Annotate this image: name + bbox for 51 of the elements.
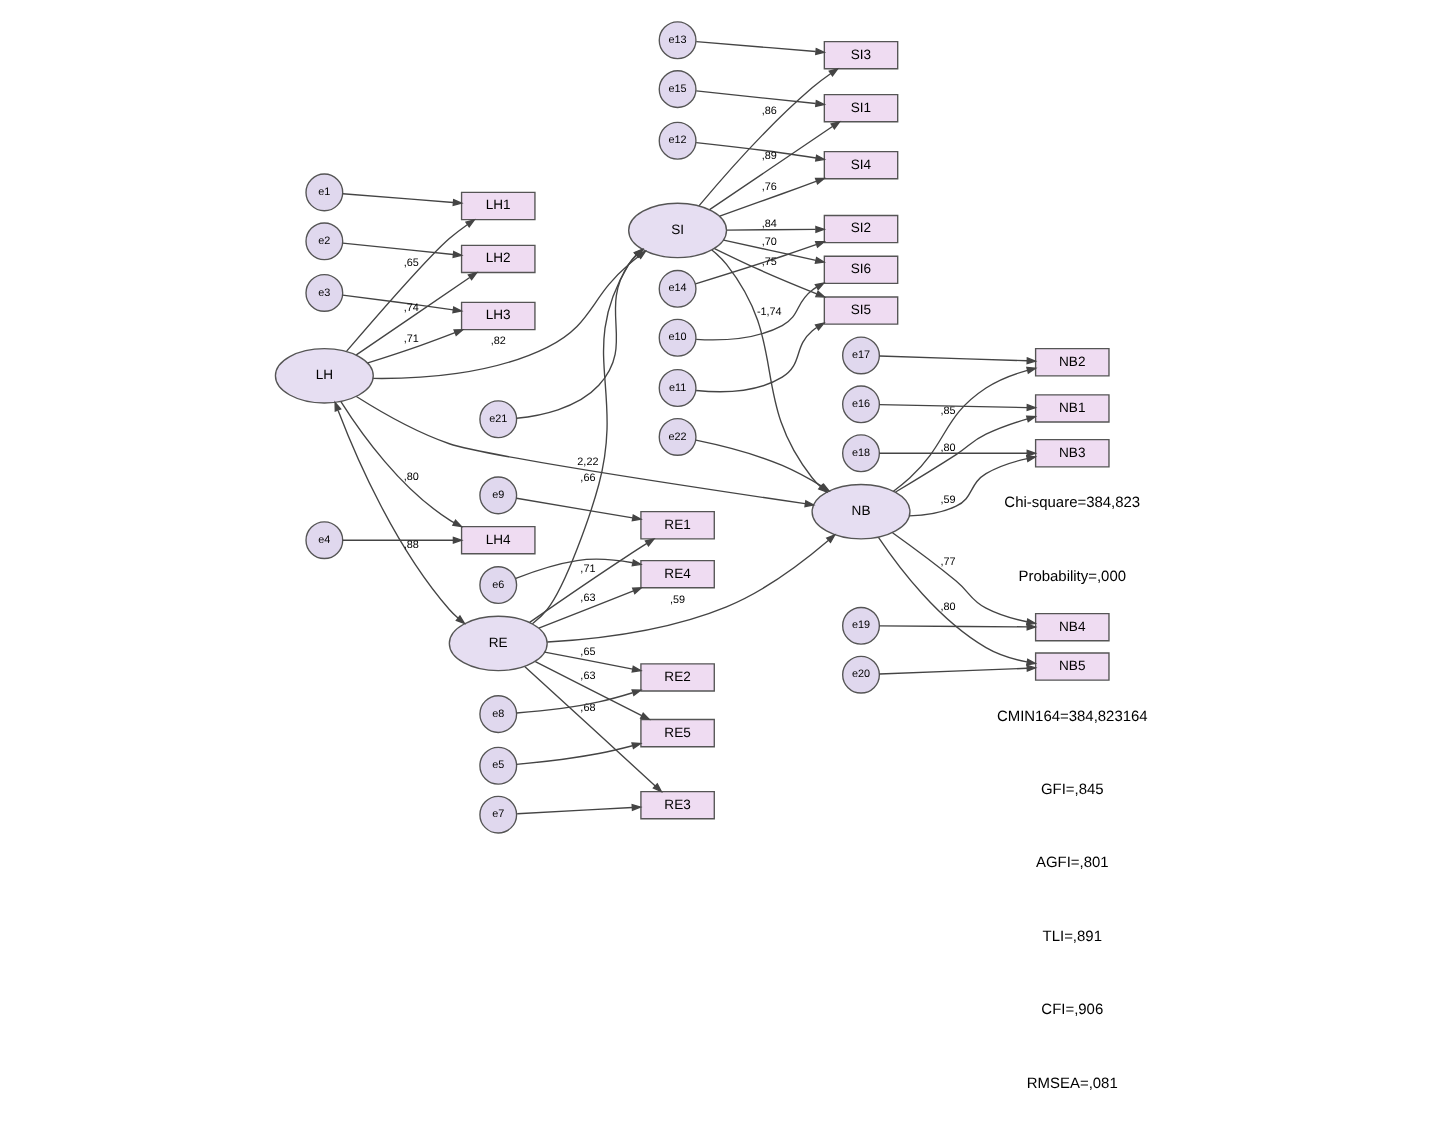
arrow [726, 225, 827, 234]
arrow [355, 271, 479, 356]
arrow [908, 455, 1038, 517]
arrow [367, 328, 465, 364]
arrow [538, 587, 644, 629]
label: Chi-square=384,823 [1004, 493, 1141, 512]
arrow [722, 239, 826, 264]
arrow [695, 90, 827, 108]
arrow [891, 532, 1038, 626]
arrow [341, 294, 464, 314]
arrow [515, 689, 643, 714]
arrow [546, 533, 837, 643]
arrow [878, 449, 1038, 458]
arrow [695, 141, 827, 162]
arrow [543, 651, 643, 673]
arrow [342, 536, 464, 544]
label: Probability=,000 [1018, 566, 1127, 585]
arrow [524, 665, 663, 793]
arrow [695, 322, 826, 393]
arrow [342, 193, 464, 207]
arrow [334, 400, 467, 625]
label: AGFI=,801 [1035, 853, 1109, 872]
arrow [719, 177, 827, 217]
arrow [515, 558, 643, 579]
arrow [346, 218, 476, 352]
arrow [534, 660, 652, 721]
label: TLI=,891 [1042, 926, 1102, 945]
arrow [515, 497, 643, 522]
label: CFI=,906 [1041, 1000, 1104, 1019]
arrow [878, 403, 1038, 412]
arrow [878, 664, 1038, 675]
arrow [695, 40, 827, 56]
label: GFI=,845 [1040, 780, 1104, 798]
arrow [698, 67, 840, 207]
label: RMSEA=,081 [1026, 1073, 1118, 1092]
arrow [515, 742, 643, 766]
arrow [877, 536, 1038, 666]
arrow [355, 395, 816, 508]
arrow [516, 803, 643, 815]
arrow [713, 247, 827, 298]
arrow [894, 415, 1038, 493]
arrow [528, 538, 656, 624]
arrow [340, 401, 464, 528]
arrow [878, 623, 1038, 631]
arrow [695, 282, 826, 341]
arrow [892, 366, 1038, 492]
arrow [342, 242, 464, 259]
arrow [878, 355, 1038, 365]
label: CMIN164=384,823164 [996, 706, 1148, 725]
arrow [708, 120, 842, 211]
arrow [694, 241, 827, 285]
